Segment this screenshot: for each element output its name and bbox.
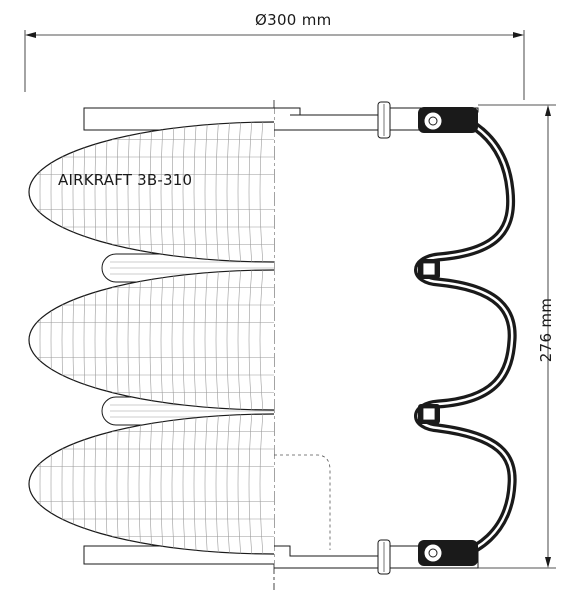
convolution-1 bbox=[28, 121, 274, 263]
hidden-piston-outline bbox=[274, 454, 331, 550]
bottom-stud bbox=[377, 539, 391, 575]
height-dimension-label: 276 mm bbox=[537, 297, 555, 363]
top-plate-section bbox=[274, 107, 479, 131]
bellows-wall-section bbox=[414, 107, 517, 565]
width-dimension-label: Ø300 mm bbox=[255, 11, 332, 29]
girdle-section-upper bbox=[418, 259, 440, 279]
convolution-2 bbox=[28, 269, 274, 411]
height-dimension bbox=[478, 104, 556, 569]
exterior-view bbox=[28, 107, 274, 565]
bottom-bead bbox=[418, 540, 478, 566]
convolution-3 bbox=[28, 413, 274, 555]
product-label: AIRKRAFT 3B-310 bbox=[58, 171, 193, 189]
top-bead bbox=[418, 107, 478, 133]
section-view bbox=[274, 101, 517, 575]
width-dimension bbox=[24, 30, 525, 100]
girdle-section-lower bbox=[418, 404, 440, 424]
top-stud bbox=[377, 101, 391, 139]
